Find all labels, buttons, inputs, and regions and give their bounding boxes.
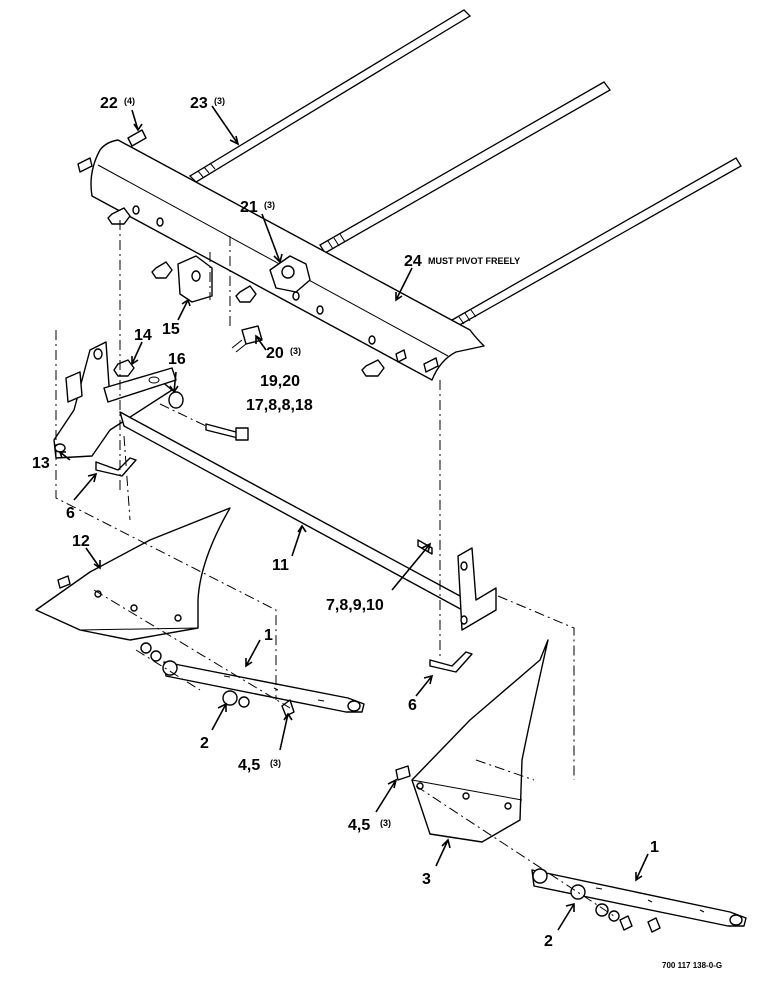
washers-left: [140, 642, 295, 717]
label-20: 20: [266, 345, 284, 362]
label-16: 16: [168, 351, 186, 368]
label-21-qty: (3): [264, 200, 275, 210]
washers-right: [570, 884, 661, 933]
document-number: 700 117 138-0-G: [662, 961, 722, 970]
leader-arrows: [58, 105, 649, 931]
rod-lower: [451, 157, 742, 328]
bracket-15: [177, 255, 213, 303]
clip-6-upper: [95, 457, 137, 477]
label-24-note: MUST PIVOT FREELY: [428, 256, 520, 266]
label-6-lower: 6: [408, 697, 417, 714]
bolt-17: [205, 423, 249, 441]
rod-upper: [188, 9, 472, 183]
label-20-qty: (3): [290, 346, 301, 356]
label-3: 3: [422, 871, 431, 888]
label-22: 22: [100, 95, 118, 112]
label-23: 23: [190, 95, 208, 112]
label-7-8-9-10: 7,8,9,10: [326, 597, 384, 614]
nut-14: [113, 359, 135, 377]
label-2-right: 2: [544, 933, 553, 950]
rod-middle: [319, 81, 611, 254]
label-17-8-8-18: 17,8,8,18: [246, 397, 313, 414]
label-21: 21: [240, 199, 258, 216]
label-22-qty: (4): [124, 96, 135, 106]
assembly-lines: [55, 220, 615, 917]
label-4-5-left-qty: (3): [270, 758, 281, 768]
label-24: 24: [404, 253, 422, 270]
label-19-20: 19,20: [260, 373, 300, 390]
shield-3: [395, 639, 549, 843]
label-2-left: 2: [200, 735, 209, 752]
label-4-5-right-qty: (3): [380, 818, 391, 828]
right-bracket: [457, 547, 497, 631]
shield-12: [35, 507, 231, 641]
label-15: 15: [162, 321, 180, 338]
label-1-right: 1: [650, 839, 659, 856]
washer-16: [168, 391, 184, 409]
arm-1-left: [162, 660, 365, 713]
label-12: 12: [72, 533, 90, 550]
hardware-top: [77, 129, 439, 377]
arm-1-right: [531, 868, 747, 927]
label-4-5-left: 4,5: [238, 757, 260, 774]
label-4-5-right: 4,5: [348, 817, 370, 834]
label-23-qty: (3): [214, 96, 225, 106]
label-1-left: 1: [264, 627, 273, 644]
arm-13: [53, 341, 177, 459]
label-14: 14: [134, 327, 152, 344]
label-11: 11: [272, 557, 289, 574]
clip-6-lower: [429, 651, 473, 673]
label-6-upper: 6: [66, 505, 75, 522]
label-13: 13: [32, 455, 50, 472]
